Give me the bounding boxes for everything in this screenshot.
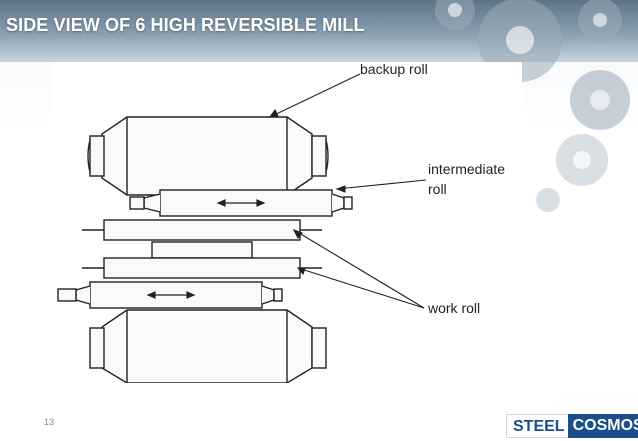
backup-roll-bottom [89,309,327,383]
gear-icon [536,188,560,212]
strip [151,241,253,259]
backup-roll-top [87,116,329,196]
work-roll-bottom [82,257,322,279]
work-roll-top [82,219,322,241]
steelcosmos-logo: STEEL COSMOS [506,414,638,438]
mill-diagram: backup roll intermediate roll work roll [52,62,522,383]
logo-cosmos: COSMOS [567,414,638,438]
label-backup-roll: backup roll [360,62,428,77]
logo-steel: STEEL [506,414,568,438]
label-intermediate: intermediate [428,161,505,177]
label-work-roll: work roll [427,300,480,316]
label-intermediate-roll: roll [428,181,447,197]
slide-title: SIDE VIEW OF 6 HIGH REVERSIBLE MILL [6,15,365,35]
page-number: 13 [44,417,55,427]
